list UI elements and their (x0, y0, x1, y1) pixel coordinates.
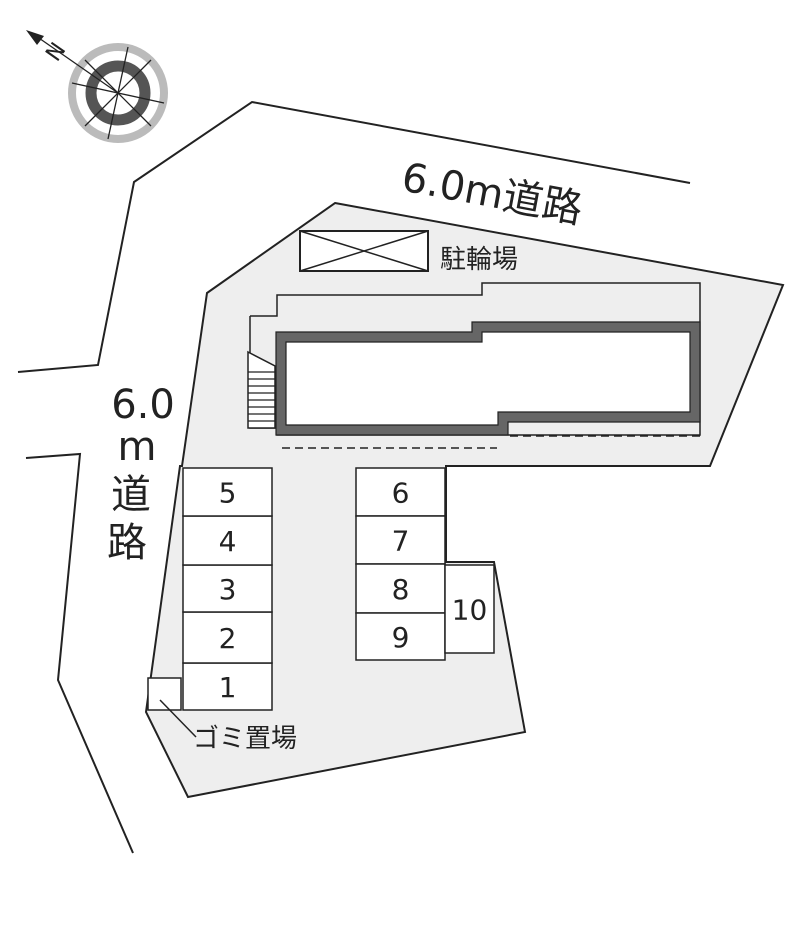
garbage-leader-line (159, 699, 197, 738)
dashed-boundary (282, 435, 700, 449)
parking-slot-label-3: 3 (219, 573, 237, 606)
parking-slot-label-4: 4 (219, 525, 237, 558)
parking-slot-label-9: 9 (392, 621, 410, 654)
north-arrow-icon (26, 30, 44, 45)
bicycle-parking-label: 駐輪場 (440, 245, 518, 275)
road-boundary-west (25, 452, 134, 854)
compass: N (26, 30, 168, 143)
parking-slot-6 (355, 467, 446, 517)
parking-slot-5 (182, 467, 273, 517)
parking-slot-7 (355, 515, 446, 565)
road-label-west-line-1: 6.0 (111, 382, 175, 428)
parking-slot-label-1: 1 (219, 671, 237, 704)
road-boundary-north (17, 100, 691, 373)
road-label-west-line-4: 路 (107, 520, 147, 566)
compass-ring-outer (68, 43, 168, 143)
compass-rays (35, 35, 165, 140)
building (276, 322, 700, 435)
parking-slot-10 (444, 564, 495, 654)
parking-slot-label-2: 2 (219, 622, 237, 655)
parking-slot-3 (182, 564, 273, 613)
garbage-area (147, 677, 182, 711)
parking-slot-2 (182, 611, 273, 664)
road-boundaries (17, 100, 691, 854)
bicycle-parking (299, 230, 429, 272)
building-inner-edge (285, 331, 691, 426)
parking-slot-label-7: 7 (392, 525, 410, 558)
parking-area: 1 2 3 4 5 6 7 8 9 10 (182, 467, 495, 711)
staircase (247, 350, 276, 429)
parking-slot-8 (355, 563, 446, 614)
road-label-west-line-2: m (118, 424, 157, 470)
road-label-west-line-3: 道 (111, 472, 151, 518)
parking-slot-label-10: 10 (452, 594, 488, 627)
parking-slot-label-8: 8 (392, 573, 410, 606)
building-outer-edge (275, 321, 701, 436)
parking-slot-label-6: 6 (392, 477, 410, 510)
garbage-area-label: ゴミ置場 (193, 724, 297, 754)
parking-slot-1 (182, 662, 273, 711)
road-label-west: 6.0 m 道 路 (107, 382, 175, 566)
parking-slot-4 (182, 515, 273, 566)
compass-ring-middle (85, 60, 151, 126)
parking-slot-label-5: 5 (219, 477, 237, 510)
